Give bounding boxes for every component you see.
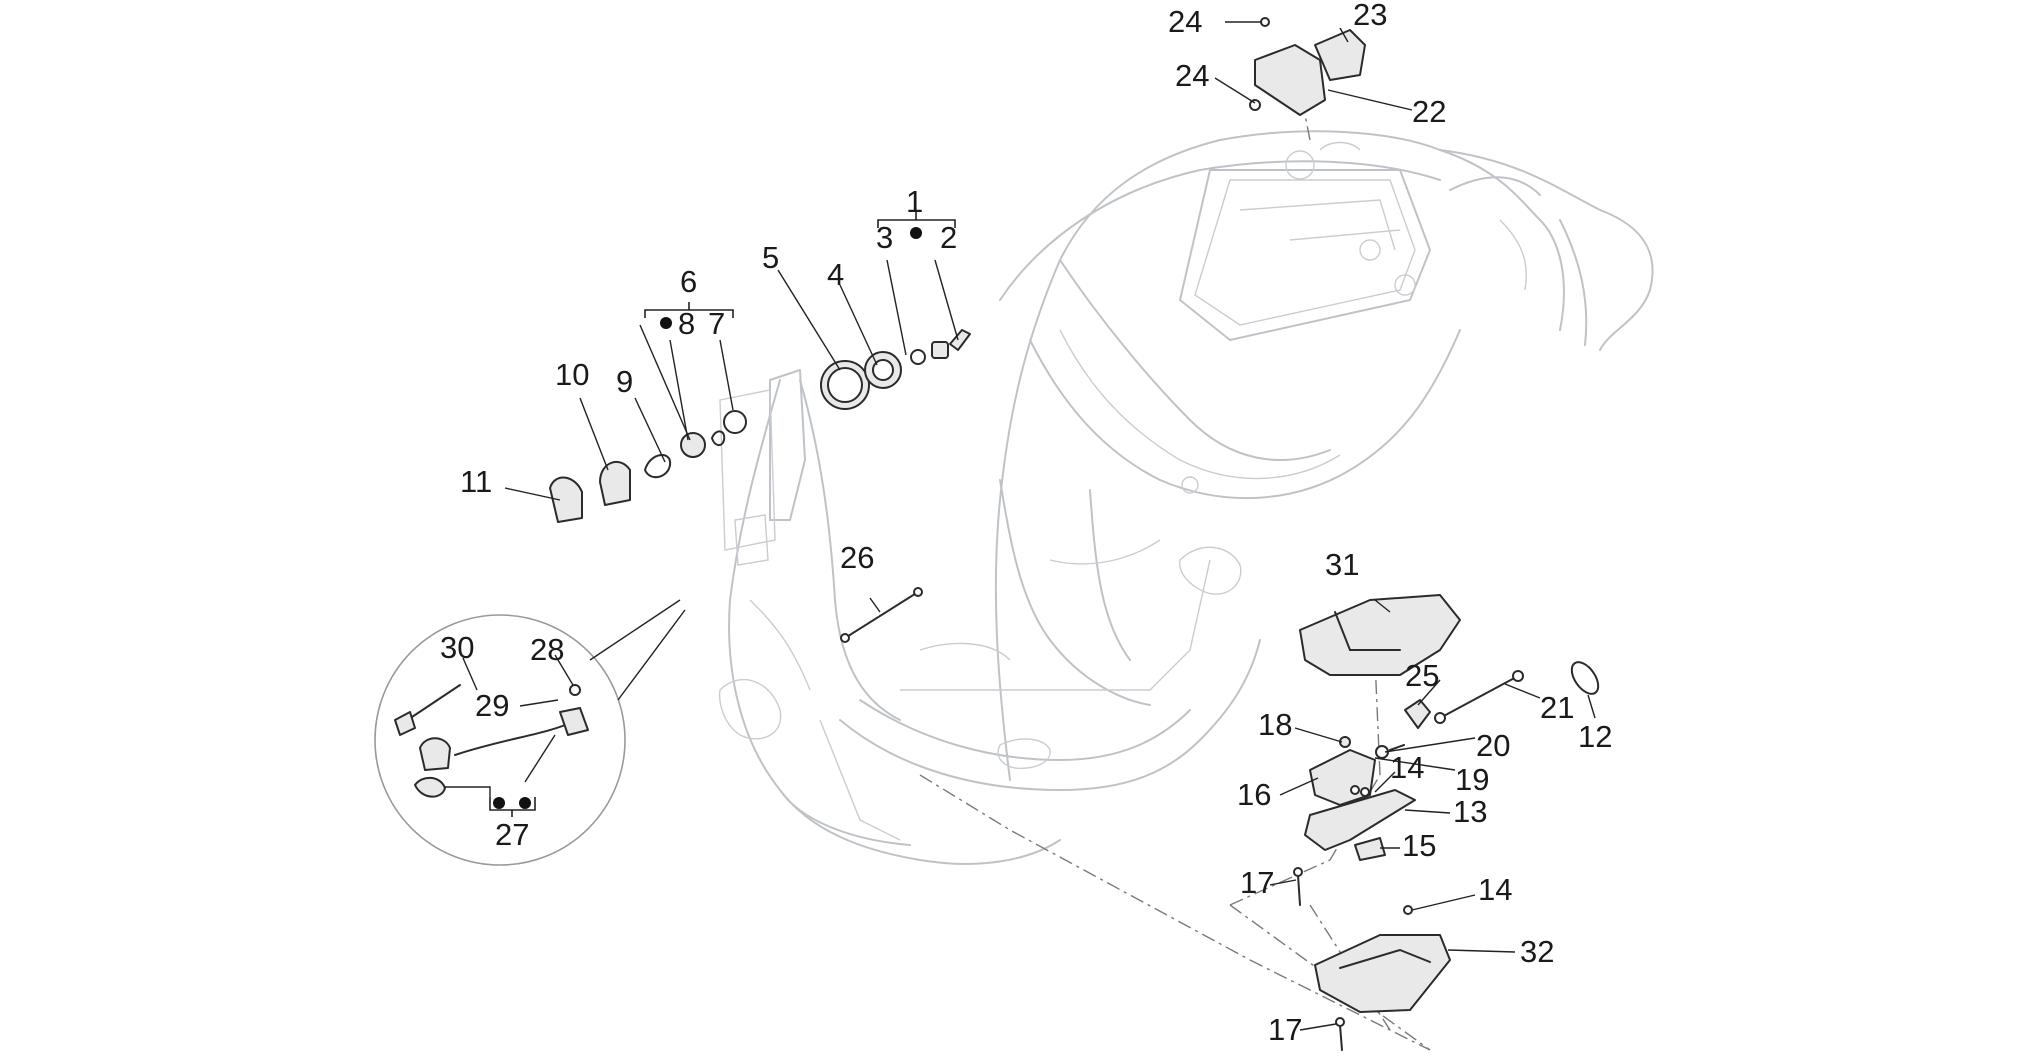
parts xyxy=(549,17,1600,1051)
callout-32: 32 xyxy=(1520,934,1554,969)
callout-26: 26 xyxy=(840,540,874,575)
callout-21: 21 xyxy=(1540,690,1574,725)
callout-14a: 14 xyxy=(1390,750,1424,785)
callout-16: 16 xyxy=(1237,777,1271,812)
callout-25: 25 xyxy=(1405,658,1439,693)
callout-10: 10 xyxy=(555,357,589,392)
scooter-frame xyxy=(718,130,1654,865)
callout-labels: 1 2 3 4 5 6 7 8 9 10 11 12 13 14 14 15 1… xyxy=(440,0,1612,1047)
callout-30: 30 xyxy=(440,630,474,665)
kit-dots xyxy=(493,227,922,809)
kit-dot xyxy=(910,227,922,239)
callout-2: 2 xyxy=(940,220,957,255)
callout-18: 18 xyxy=(1258,707,1292,742)
callout-23: 23 xyxy=(1353,0,1387,32)
kit-dot xyxy=(660,317,672,329)
callout-19: 19 xyxy=(1455,762,1489,797)
callout-5: 5 xyxy=(762,240,779,275)
callout-15: 15 xyxy=(1402,828,1436,863)
callout-29: 29 xyxy=(475,688,509,723)
callout-31: 31 xyxy=(1325,547,1359,582)
callout-6: 6 xyxy=(680,264,697,299)
kit-dot xyxy=(493,797,505,809)
callout-13: 13 xyxy=(1453,794,1487,829)
callout-4: 4 xyxy=(827,257,844,292)
callout-14b: 14 xyxy=(1478,872,1512,907)
callout-1: 1 xyxy=(906,184,923,219)
callout-12: 12 xyxy=(1578,719,1612,754)
callout-17b: 17 xyxy=(1268,1012,1302,1047)
callout-27: 27 xyxy=(495,817,529,852)
leader-lines xyxy=(444,21,1596,1031)
callout-24a: 24 xyxy=(1168,4,1202,39)
callout-20: 20 xyxy=(1476,728,1510,763)
callout-22: 22 xyxy=(1412,94,1446,129)
callout-7: 7 xyxy=(708,306,725,341)
callout-24b: 24 xyxy=(1175,58,1209,93)
kit-dot xyxy=(519,797,531,809)
callout-28: 28 xyxy=(530,632,564,667)
callout-9: 9 xyxy=(616,364,633,399)
callout-17a: 17 xyxy=(1240,865,1274,900)
callout-3: 3 xyxy=(876,220,893,255)
detail-circle xyxy=(374,599,686,866)
callout-8: 8 xyxy=(678,306,695,341)
callout-11: 11 xyxy=(460,464,492,499)
